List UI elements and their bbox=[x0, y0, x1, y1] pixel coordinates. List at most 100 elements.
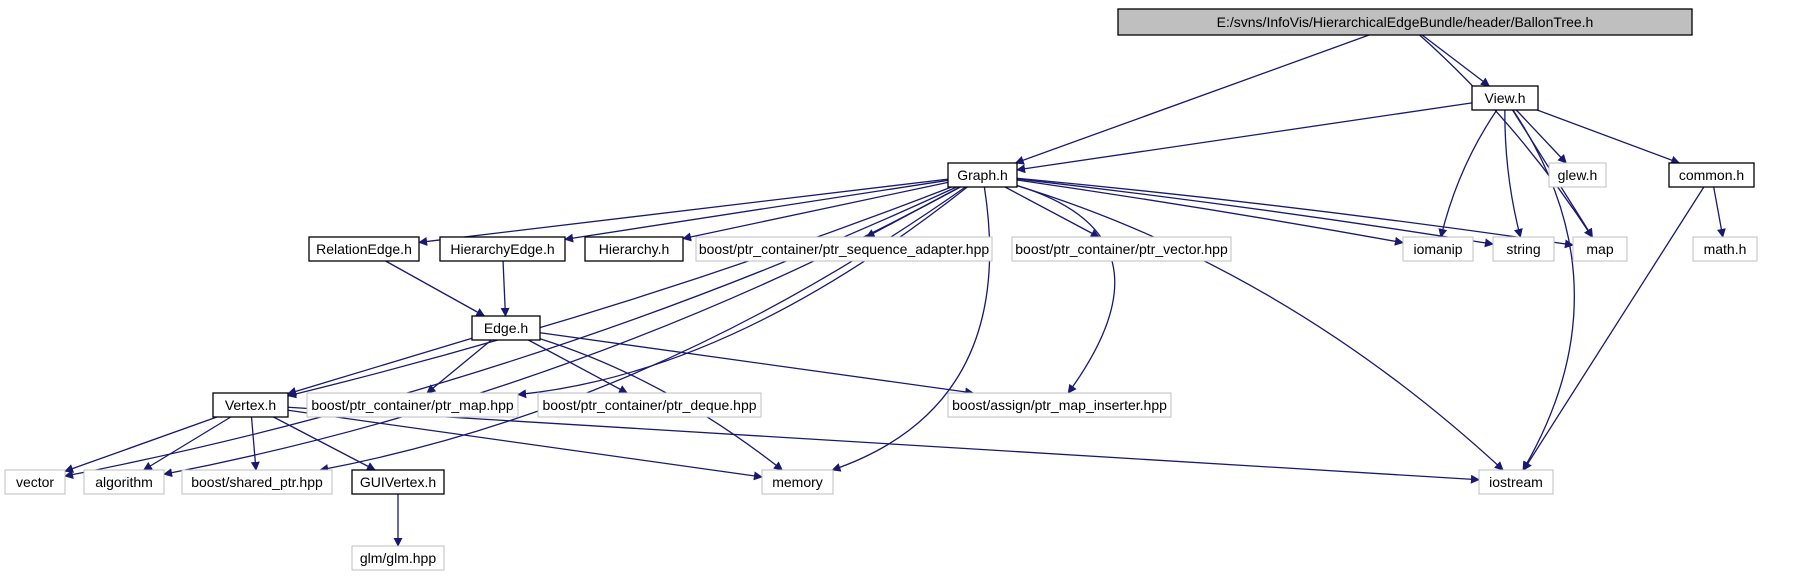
node-box bbox=[181, 469, 333, 495]
edge-edge-to-memory bbox=[539, 338, 783, 471]
edge-vertex-to-sharedptr bbox=[250, 416, 260, 471]
node-glew: glew.h bbox=[1548, 162, 1607, 188]
edge-root-to-map bbox=[1419, 34, 1593, 238]
edge-view-to-iomanip bbox=[1438, 109, 1498, 238]
node-label: Edge.h bbox=[484, 320, 528, 336]
node-edge[interactable]: Edge.h bbox=[471, 315, 541, 341]
node-map: map bbox=[1572, 236, 1628, 262]
node-label: E:/svns/InfoVis/HierarchicalEdgeBundle/h… bbox=[1217, 14, 1594, 30]
node-box bbox=[537, 392, 762, 418]
edge-hierarchyedge-to-edge bbox=[500, 260, 510, 317]
edge-root-to-graph bbox=[1014, 34, 1370, 165]
node-box bbox=[1572, 236, 1628, 262]
node-box bbox=[947, 162, 1018, 188]
node-memory: memory bbox=[761, 469, 834, 495]
edge-graph-to-mapinserter bbox=[1016, 184, 1116, 394]
edge-vertex-to-iostream bbox=[287, 406, 1480, 484]
node-label: glm/glm.hpp bbox=[360, 550, 436, 566]
edge-common-to-iostream bbox=[1523, 186, 1705, 471]
node-label: Hierarchy.h bbox=[599, 241, 670, 257]
edge-common-to-math bbox=[1713, 186, 1726, 238]
node-label: boost/ptr_container/ptr_vector.hpp bbox=[1015, 241, 1228, 257]
edge-view-to-glew bbox=[1515, 109, 1567, 164]
node-graph[interactable]: Graph.h bbox=[947, 162, 1018, 188]
edge-vertex-to-algorithm bbox=[142, 416, 232, 471]
node-label: vector bbox=[16, 474, 54, 490]
node-box bbox=[947, 392, 1172, 418]
node-label: GUIVertex.h bbox=[360, 474, 436, 490]
edge-view-to-common bbox=[1536, 109, 1681, 165]
node-box bbox=[1471, 85, 1539, 111]
node-label: glew.h bbox=[1558, 167, 1598, 183]
edge-edge-to-ptrmap bbox=[426, 339, 492, 394]
node-box bbox=[351, 469, 445, 495]
edge-vertex-to-vector bbox=[64, 416, 218, 473]
node-label: boost/shared_ptr.hpp bbox=[191, 474, 323, 490]
edge-graph-to-sharedptr bbox=[319, 186, 966, 473]
edge-view-to-string bbox=[1504, 109, 1523, 238]
node-label: boost/ptr_container/ptr_deque.hpp bbox=[542, 397, 756, 413]
edge-vertex-to-memory bbox=[287, 409, 763, 481]
edge-graph-to-algorithm bbox=[163, 186, 961, 478]
node-ptrvec: boost/ptr_container/ptr_vector.hpp bbox=[1011, 236, 1232, 262]
node-label: iostream bbox=[1489, 474, 1543, 490]
node-relationedge[interactable]: RelationEdge.h bbox=[308, 236, 420, 262]
node-label: algorithm bbox=[95, 474, 153, 490]
node-hierarchy[interactable]: Hierarchy.h bbox=[584, 236, 684, 262]
node-label: common.h bbox=[1679, 167, 1744, 183]
edge-view-to-graph bbox=[1016, 102, 1473, 174]
node-label: Graph.h bbox=[957, 167, 1008, 183]
node-label: boost/ptr_container/ptr_map.hpp bbox=[311, 397, 514, 413]
node-string: string bbox=[1492, 236, 1555, 262]
node-label: map bbox=[1586, 241, 1613, 257]
node-box bbox=[306, 392, 519, 418]
node-ptrdeque: boost/ptr_container/ptr_deque.hpp bbox=[537, 392, 762, 418]
node-label: math.h bbox=[1704, 241, 1747, 257]
edge-edge-to-vertex bbox=[287, 337, 473, 396]
node-box bbox=[1692, 236, 1758, 262]
edge-edge-to-ptrdeque bbox=[528, 339, 628, 394]
node-mapinserter: boost/assign/ptr_map_inserter.hpp bbox=[947, 392, 1172, 418]
node-box bbox=[761, 469, 834, 495]
node-vertex[interactable]: Vertex.h bbox=[212, 392, 289, 418]
node-iomanip: iomanip bbox=[1402, 236, 1474, 262]
node-ptrseq: boost/ptr_container/ptr_sequence_adapter… bbox=[695, 236, 993, 262]
edge-graph-to-iomanip bbox=[1016, 179, 1404, 246]
node-guivertex[interactable]: GUIVertex.h bbox=[351, 469, 445, 495]
edge-graph-to-hierarchyedge bbox=[564, 179, 949, 243]
node-math: math.h bbox=[1692, 236, 1758, 262]
node-label: Vertex.h bbox=[225, 397, 276, 413]
node-box bbox=[584, 236, 684, 262]
node-label: View.h bbox=[1485, 90, 1526, 106]
edges-layer bbox=[64, 34, 1726, 547]
edge-graph-to-iostream bbox=[1016, 184, 1504, 471]
node-box bbox=[695, 236, 993, 262]
node-box bbox=[1492, 236, 1555, 262]
edge-view-to-iostream bbox=[1512, 109, 1575, 471]
node-label: HierarchyEdge.h bbox=[450, 241, 554, 257]
edge-graph-to-hierarchy bbox=[682, 181, 949, 242]
node-label: string bbox=[1506, 241, 1540, 257]
node-label: RelationEdge.h bbox=[316, 241, 412, 257]
edge-graph-to-ptrvec bbox=[1004, 186, 1100, 238]
node-box bbox=[1011, 236, 1232, 262]
node-label: boost/ptr_container/ptr_sequence_adapter… bbox=[699, 241, 990, 257]
node-root: E:/svns/InfoVis/HierarchicalEdgeBundle/h… bbox=[1117, 8, 1693, 36]
edge-graph-to-relationedge bbox=[418, 178, 949, 246]
edge-graph-to-vertex bbox=[287, 186, 952, 399]
node-box bbox=[351, 545, 445, 571]
node-label: boost/assign/ptr_map_inserter.hpp bbox=[952, 397, 1167, 413]
edge-graph-to-ptrmap bbox=[517, 186, 968, 399]
node-box bbox=[1478, 469, 1554, 495]
edge-graph-to-map bbox=[1016, 177, 1574, 249]
edge-edge-to-mapinserter bbox=[539, 332, 975, 397]
node-common[interactable]: common.h bbox=[1668, 162, 1755, 188]
edge-root-to-view bbox=[1421, 34, 1490, 87]
node-box bbox=[439, 236, 566, 262]
node-box bbox=[212, 392, 289, 418]
node-hierarchyedge[interactable]: HierarchyEdge.h bbox=[439, 236, 566, 262]
node-iostream: iostream bbox=[1478, 469, 1554, 495]
node-view[interactable]: View.h bbox=[1471, 85, 1539, 111]
node-box bbox=[471, 315, 541, 341]
